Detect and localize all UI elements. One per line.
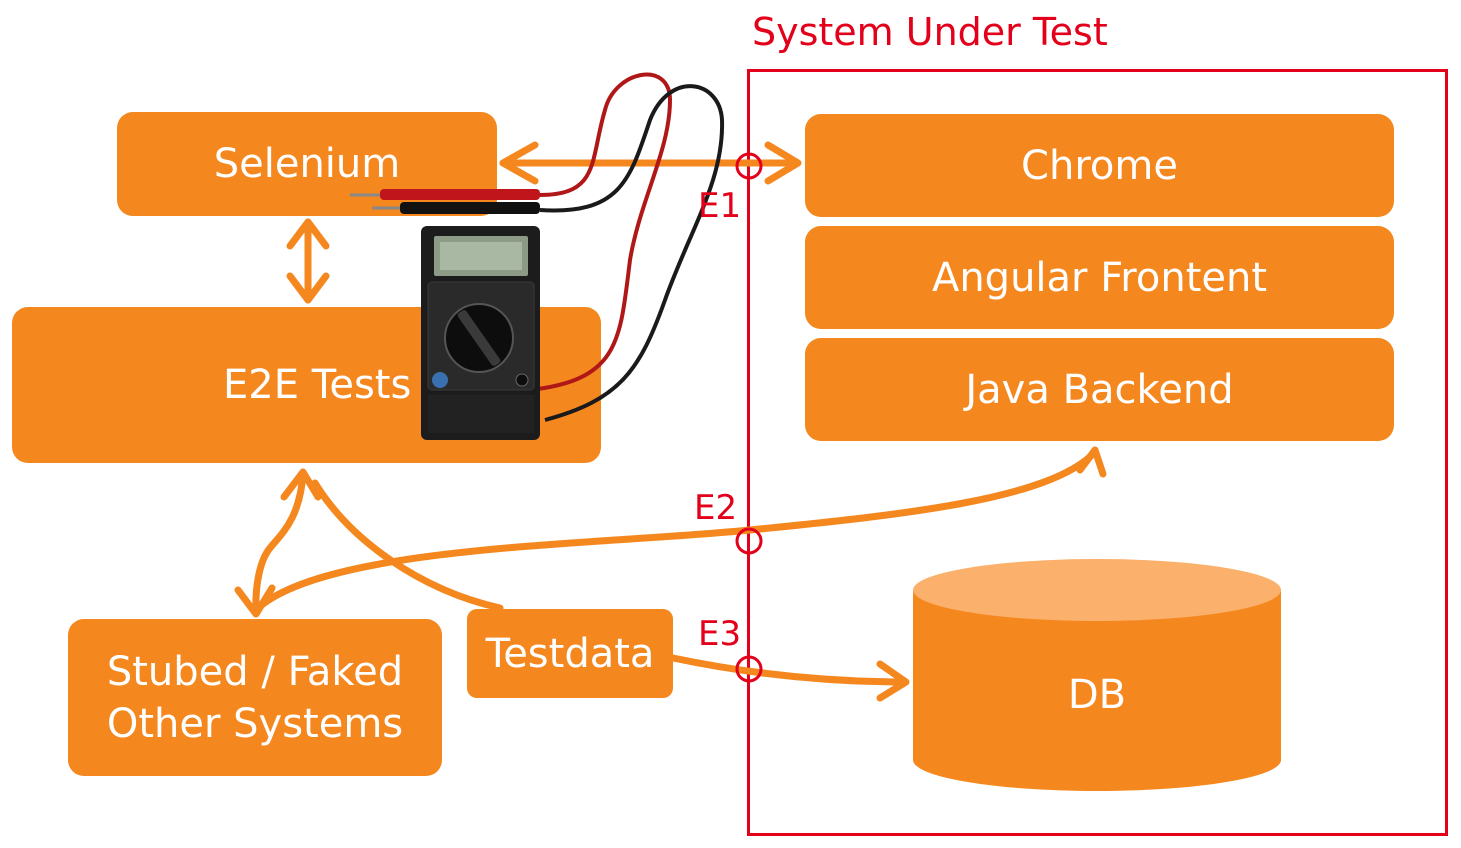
e2e-testdata-arrow [311, 479, 504, 612]
chrome-label: Chrome [1021, 142, 1178, 189]
stubbed-systems-box: Stubed / Faked Other Systems [68, 619, 442, 776]
java-backend-label: Java Backend [965, 366, 1234, 413]
selenium-box: Selenium [117, 112, 497, 216]
stubbed-systems-label-line2: Other Systems [106, 700, 404, 747]
interface-e1-label: E1 [698, 186, 742, 226]
java-backend-box: Java Backend [805, 338, 1394, 441]
e2e-stubbed-arrow [234, 468, 322, 618]
java-backend-stub-arrow [254, 446, 1107, 612]
db-cylinder [913, 559, 1281, 791]
db-label: DB [1067, 672, 1127, 718]
e2e-tests-label: E2E Tests [223, 362, 412, 408]
selenium-label: Selenium [213, 141, 401, 187]
multimeter-icon [421, 226, 540, 440]
multimeter-wires [529, 72, 725, 422]
multimeter-probes [350, 189, 540, 214]
testdata-box: Testdata [467, 609, 673, 698]
angular-frontend-label: Angular Frontent [931, 254, 1268, 301]
system-under-test-frame [747, 69, 1448, 836]
selenium-chrome-arrow [499, 141, 802, 185]
selenium-e2e-arrow [286, 218, 330, 304]
interface-e2-label: E2 [694, 488, 738, 528]
testdata-label: Testdata [485, 630, 655, 677]
interface-markers [735, 152, 763, 683]
testdata-db-arrow [669, 654, 910, 702]
angular-frontend-box: Angular Frontent [805, 226, 1394, 329]
stubbed-systems-label-line1: Stubed / Faked [106, 648, 404, 695]
chrome-box: Chrome [805, 114, 1394, 217]
system-under-test-title: System Under Test [752, 10, 1108, 54]
interface-e3-label: E3 [698, 614, 742, 654]
